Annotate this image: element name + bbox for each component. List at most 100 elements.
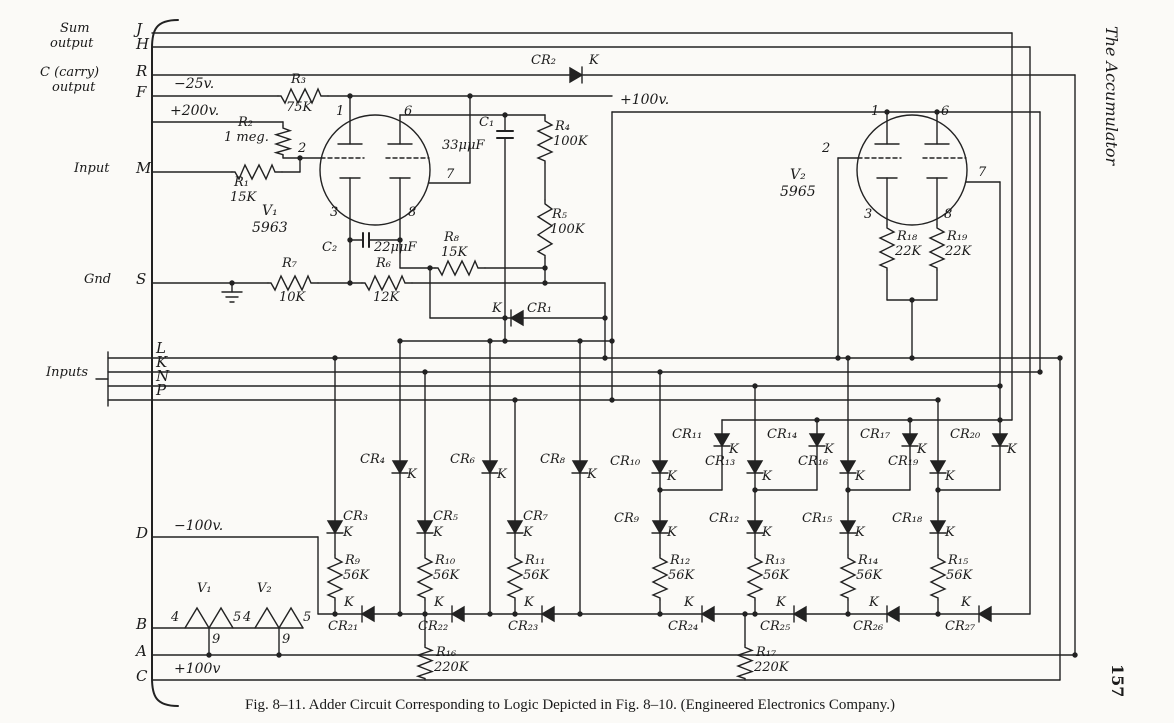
- terminal-j: J: [136, 20, 143, 38]
- terminal-h: H: [136, 35, 150, 53]
- io-carry-line2: output: [52, 80, 96, 95]
- label-cr9: CR₉: [614, 511, 639, 526]
- label-cr11-k: K: [729, 442, 739, 457]
- terminal-r: R: [136, 62, 148, 80]
- label-r8-value: 15K: [441, 245, 468, 260]
- label-c2: C₂: [322, 240, 338, 255]
- label-cr8: CR₈: [540, 452, 565, 467]
- junction-dots: [206, 93, 1078, 658]
- label-cr2: CR₂: [531, 53, 556, 68]
- terminal-m: M: [136, 159, 152, 177]
- label-r9: R₉: [345, 553, 360, 568]
- label-cr26: CR₂₆: [853, 619, 884, 634]
- terminal-d: D: [136, 524, 149, 542]
- label-cr7-k: K: [523, 525, 533, 540]
- page-number: 157: [1108, 664, 1127, 698]
- supply-plus-200v: +200v.: [170, 103, 220, 119]
- label-cr12-k: K: [762, 525, 772, 540]
- label-r19-value: 22K: [945, 244, 972, 259]
- label-cr19: CR₁₉: [888, 454, 919, 469]
- v1-pin-8: 8: [408, 205, 417, 220]
- heater-v1-label: V₁: [197, 581, 212, 596]
- capacitor-symbols: [362, 130, 514, 248]
- label-r11-value: 56K: [523, 568, 550, 583]
- label-cr3: CR₃: [343, 509, 368, 524]
- label-r15: R₁₅: [948, 553, 969, 568]
- v2-pin-2: 2: [822, 141, 831, 156]
- io-sum-line1: Sum: [60, 21, 90, 36]
- v1-tube: [319, 114, 431, 226]
- label-cr2-k: K: [589, 53, 599, 68]
- label-r19: R₁₉: [947, 229, 968, 244]
- label-r6-value: 12K: [373, 290, 400, 305]
- label-c2-value: 22μμF: [374, 240, 417, 255]
- terminal-c: C: [136, 667, 148, 685]
- label-cr12: CR₁₂: [709, 511, 740, 526]
- figure-caption: Fig. 8–11. Adder Circuit Corresponding t…: [244, 697, 896, 713]
- label-r4-value: 100K: [553, 134, 588, 149]
- label-r13: R₁₃: [765, 553, 786, 568]
- io-gnd: Gnd: [84, 272, 112, 287]
- wires: [95, 32, 1076, 681]
- label-cr22-k: K: [434, 595, 444, 610]
- label-cr6: CR₆: [450, 452, 475, 467]
- label-r2-value: 1 meg.: [224, 130, 269, 145]
- label-cr1-k: K: [492, 301, 502, 316]
- heater-v2-pin-4: 4: [243, 610, 252, 625]
- io-inputs: Inputs: [46, 365, 89, 380]
- label-cr8-k: K: [587, 467, 597, 482]
- label-r13-value: 56K: [763, 568, 790, 583]
- label-cr16: CR₁₆: [798, 454, 829, 469]
- label-r12: R₁₂: [670, 553, 691, 568]
- label-cr21-k: K: [344, 595, 354, 610]
- heater-v1-pin-4: 4: [171, 610, 180, 625]
- label-cr19-k: K: [945, 469, 955, 484]
- label-r14: R₁₄: [858, 553, 879, 568]
- terminal-p: P: [156, 381, 167, 399]
- label-cr11: CR₁₁: [672, 427, 703, 442]
- v2-pin-8: 8: [944, 207, 953, 222]
- supply-minus-100v: −100v.: [174, 518, 224, 534]
- label-cr5-k: K: [433, 525, 443, 540]
- label-cr23: CR₂₃: [508, 619, 539, 634]
- label-cr27: CR₂₇: [945, 619, 976, 634]
- v1-pin-7: 7: [446, 167, 455, 182]
- heater-v2-pin-9: 9: [282, 632, 291, 647]
- label-r15-value: 56K: [946, 568, 973, 583]
- label-cr7: CR₇: [523, 509, 548, 524]
- heater-v1-pin-5: 5: [233, 610, 242, 625]
- label-cr25: CR₂₅: [760, 619, 791, 634]
- label-cr25-k: K: [776, 595, 786, 610]
- label-cr6-k: K: [497, 467, 507, 482]
- label-cr21: CR₂₁: [328, 619, 359, 634]
- label-cr15-k: K: [855, 525, 865, 540]
- label-r3: R₃: [291, 72, 306, 87]
- label-c1-value: 33μμF: [442, 138, 485, 153]
- label-v1: V₁: [262, 203, 278, 219]
- heater-v1-pin-9: 9: [212, 632, 221, 647]
- terminal-b: B: [136, 615, 148, 633]
- v1-pin-2: 2: [298, 141, 307, 156]
- v1-pin-1: 1: [336, 104, 345, 119]
- label-r9-value: 56K: [343, 568, 370, 583]
- v2-pin-3: 3: [864, 207, 873, 222]
- label-r7: R₇: [282, 256, 297, 271]
- io-carry-line1: C (carry): [40, 65, 100, 80]
- label-cr3-k: K: [343, 525, 353, 540]
- label-cr18-k: K: [945, 525, 955, 540]
- label-r7-value: 10K: [279, 290, 306, 305]
- terminal-k: K: [156, 353, 168, 371]
- label-cr10-k: K: [667, 469, 677, 484]
- label-r6: R₆: [376, 256, 391, 271]
- heater-v2-label: V₂: [257, 581, 272, 596]
- label-r2: R₂: [238, 115, 253, 130]
- label-r17-value: 220K: [754, 660, 789, 675]
- v2-tube: [856, 114, 968, 226]
- label-cr14-k: K: [824, 442, 834, 457]
- heater-v2-pin-5: 5: [303, 610, 312, 625]
- label-r16-value: 220K: [434, 660, 469, 675]
- label-r17: R₁₇: [756, 645, 777, 660]
- label-cr17-k: K: [917, 442, 927, 457]
- label-r18: R₁₈: [897, 229, 918, 244]
